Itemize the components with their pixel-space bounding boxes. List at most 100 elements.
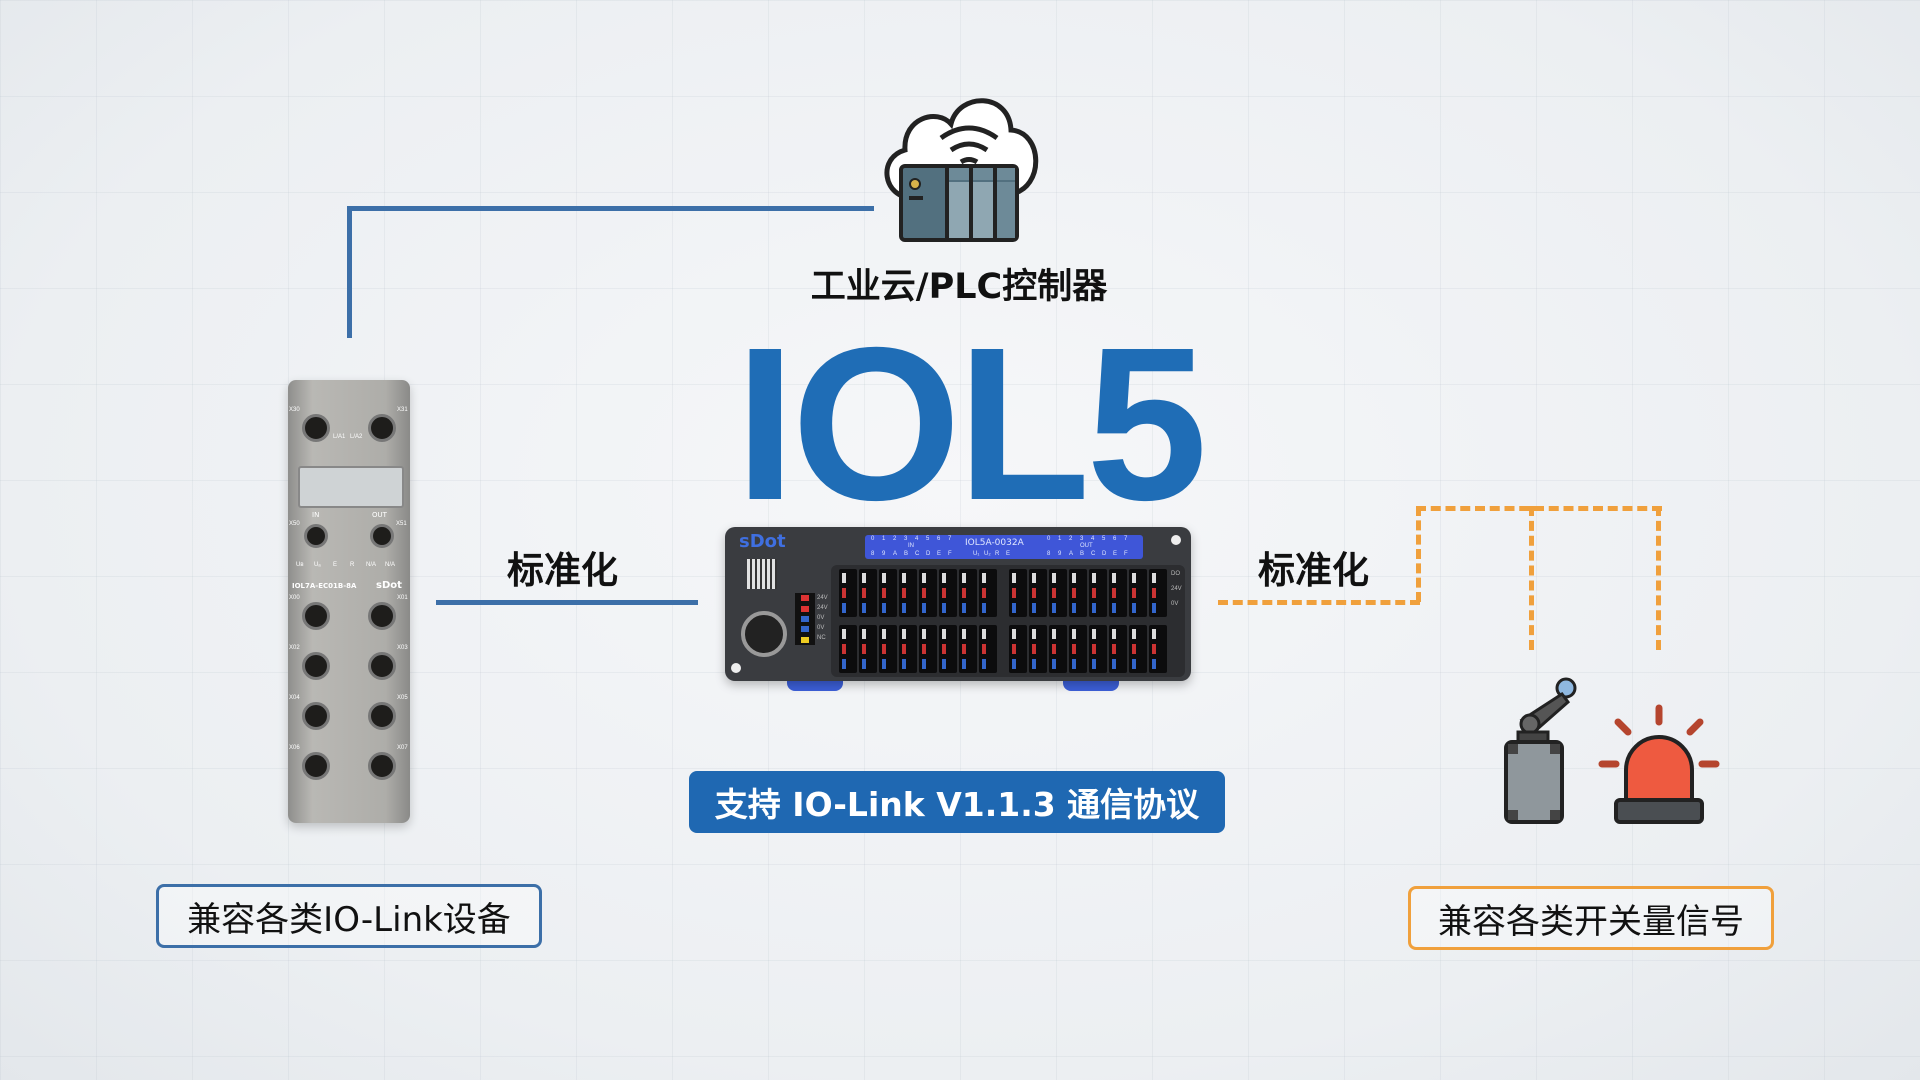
terminal-lever bbox=[942, 659, 946, 669]
terminal-slot bbox=[1109, 569, 1127, 617]
out-led-number: 7 bbox=[1124, 536, 1128, 542]
status-led-label: N/A bbox=[366, 562, 377, 568]
right-dashed-riser bbox=[1416, 506, 1421, 602]
terminal-slot bbox=[939, 625, 957, 673]
in-led-number: 7 bbox=[948, 536, 952, 542]
terminal-lever bbox=[882, 573, 886, 583]
terminal-lever bbox=[1112, 629, 1116, 639]
row-label-do: DO bbox=[1171, 571, 1180, 577]
terminal-lever bbox=[1132, 629, 1136, 639]
power-label: 0V bbox=[817, 625, 825, 631]
left-device-brand: sDot bbox=[376, 580, 402, 591]
terminal-lever bbox=[1052, 629, 1056, 639]
terminal-lever bbox=[1032, 573, 1036, 583]
switch-signals-label: 兼容各类开关量信号 bbox=[1408, 886, 1774, 950]
terminal-lever bbox=[1012, 629, 1016, 639]
cloud-plc-label: 工业云/PLC控制器 bbox=[810, 267, 1108, 307]
terminal-lever bbox=[902, 629, 906, 639]
io-port bbox=[302, 652, 330, 680]
terminal-lever bbox=[982, 588, 986, 598]
terminal-lever bbox=[1072, 659, 1076, 669]
terminal-lever bbox=[862, 659, 866, 669]
terminal-lever bbox=[1032, 644, 1036, 654]
terminal-lever bbox=[1012, 659, 1016, 669]
led-panel bbox=[865, 535, 1143, 559]
port-x31 bbox=[368, 414, 396, 442]
port-x51 bbox=[370, 524, 394, 548]
terminal-lever bbox=[1152, 588, 1156, 598]
iol5-module-image: sDot 24V 24V 0V 0V NC IOL5A-0032A 0 1 2 … bbox=[725, 527, 1191, 691]
terminal-slot bbox=[879, 625, 897, 673]
protocol-badge: 支持 IO-Link V1.1.3 通信协议 bbox=[689, 771, 1225, 833]
terminal-lever bbox=[1112, 573, 1116, 583]
terminal-slot bbox=[1149, 569, 1167, 617]
terminal-slot bbox=[1149, 625, 1167, 673]
terminal-lever bbox=[1132, 644, 1136, 654]
led-label-la2: L/A2 bbox=[350, 434, 363, 440]
io-port bbox=[368, 702, 396, 730]
in-led-number: 0 bbox=[871, 536, 875, 542]
terminal-lever bbox=[1112, 659, 1116, 669]
terminal-lever bbox=[1032, 588, 1036, 598]
warning-beacon-icon bbox=[1598, 704, 1720, 824]
in-led-number: 6 bbox=[937, 536, 941, 542]
terminal-lever bbox=[1132, 588, 1136, 598]
in-led-number: 2 bbox=[893, 536, 897, 542]
power-label: 0V bbox=[817, 615, 825, 621]
terminal-lever bbox=[922, 659, 926, 669]
in-led-letter: A bbox=[893, 551, 898, 557]
terminal-slot bbox=[1089, 625, 1107, 673]
terminal-lever bbox=[962, 603, 966, 613]
terminal-slot bbox=[919, 569, 937, 617]
in-label: IN bbox=[312, 511, 320, 519]
terminal-slot bbox=[839, 569, 857, 617]
terminal-lever bbox=[1092, 629, 1096, 639]
in-led-letter: 9 bbox=[882, 551, 886, 557]
terminal-lever bbox=[1032, 603, 1036, 613]
terminal-lever bbox=[922, 629, 926, 639]
terminal-lever bbox=[962, 659, 966, 669]
terminal-lever bbox=[902, 573, 906, 583]
io-port-label: X01 bbox=[397, 595, 408, 601]
beacon-dashed-drop bbox=[1656, 506, 1661, 650]
terminal-lever bbox=[1132, 573, 1136, 583]
terminal-lever bbox=[862, 588, 866, 598]
terminal-slot bbox=[979, 625, 997, 673]
terminal-lever bbox=[982, 629, 986, 639]
out-led-letter: A bbox=[1069, 551, 1074, 557]
in-led-letter: B bbox=[904, 551, 909, 557]
terminal-lever bbox=[1032, 659, 1036, 669]
terminal-lever bbox=[1132, 659, 1136, 669]
terminal-slot bbox=[1009, 569, 1027, 617]
terminal-lever bbox=[1112, 644, 1116, 654]
io-port-label: X03 bbox=[397, 645, 408, 651]
out-led-number: 6 bbox=[1113, 536, 1117, 542]
terminal-lever bbox=[1092, 603, 1096, 613]
terminal-lever bbox=[922, 573, 926, 583]
terminal-blocks: DO 24V 0V bbox=[831, 565, 1185, 677]
status-led-label: E bbox=[1006, 551, 1011, 557]
io-port-label: X02 bbox=[289, 645, 300, 651]
left-standardized-label: 标准化 bbox=[507, 549, 618, 592]
terminal-lever bbox=[1052, 659, 1056, 669]
io-port-label: X05 bbox=[397, 695, 408, 701]
port-label-x50: X50 bbox=[289, 521, 300, 527]
out-led-number: 2 bbox=[1069, 536, 1073, 542]
terminal-lever bbox=[982, 603, 986, 613]
terminal-lever bbox=[922, 603, 926, 613]
right-link-dashed-line bbox=[1218, 600, 1420, 605]
terminal-lever bbox=[1032, 629, 1036, 639]
terminal-lever bbox=[862, 603, 866, 613]
status-led-label: N/A bbox=[385, 562, 396, 568]
terminal-lever bbox=[902, 588, 906, 598]
display-window bbox=[298, 466, 404, 508]
port-x50 bbox=[304, 524, 328, 548]
qr-code bbox=[747, 559, 777, 589]
terminal-lever bbox=[1072, 629, 1076, 639]
terminal-slot bbox=[839, 625, 857, 673]
status-led-label: R bbox=[350, 562, 355, 568]
out-led-number: 0 bbox=[1047, 536, 1051, 542]
in-led-number: 5 bbox=[926, 536, 930, 542]
out-led-letter: C bbox=[1091, 551, 1096, 557]
terminal-slot bbox=[979, 569, 997, 617]
